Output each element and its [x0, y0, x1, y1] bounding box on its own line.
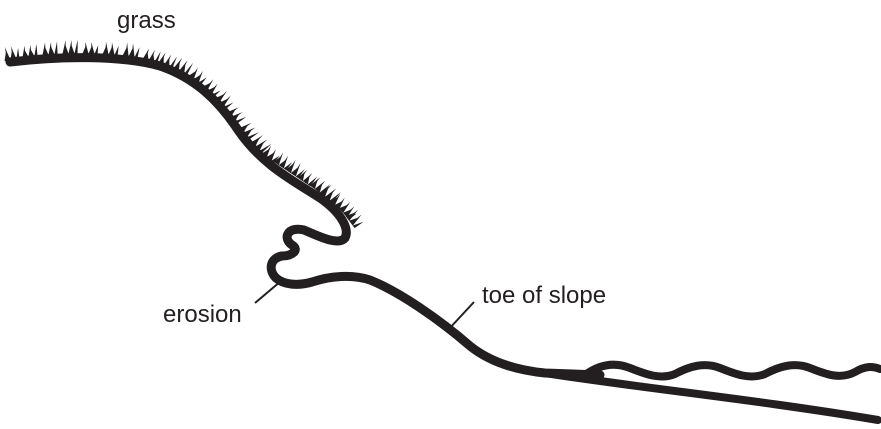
- ground-profile-line: [10, 58, 600, 375]
- grass-blade: [105, 42, 108, 55]
- grass-blade: [54, 41, 57, 54]
- water-surface-wave: [585, 365, 880, 377]
- grass-blade: [91, 42, 94, 54]
- grass-blade: [74, 40, 77, 54]
- grass-blade: [65, 43, 69, 54]
- grass-blade: [114, 46, 118, 56]
- erosion-leader-line: [255, 281, 281, 303]
- grass-blade: [85, 42, 88, 54]
- erosion-label: erosion: [163, 301, 242, 328]
- river-bed-line: [545, 373, 878, 420]
- grass-blade: [34, 44, 37, 56]
- grass-blade: [94, 45, 98, 54]
- grass-blade: [71, 43, 75, 54]
- toe-of-slope-leader-line: [448, 302, 474, 330]
- grass-label: grass: [117, 7, 176, 34]
- grass-tufts: [5, 40, 364, 228]
- grass-blade: [111, 42, 114, 55]
- toe-of-slope-label: toe of slope: [482, 282, 606, 309]
